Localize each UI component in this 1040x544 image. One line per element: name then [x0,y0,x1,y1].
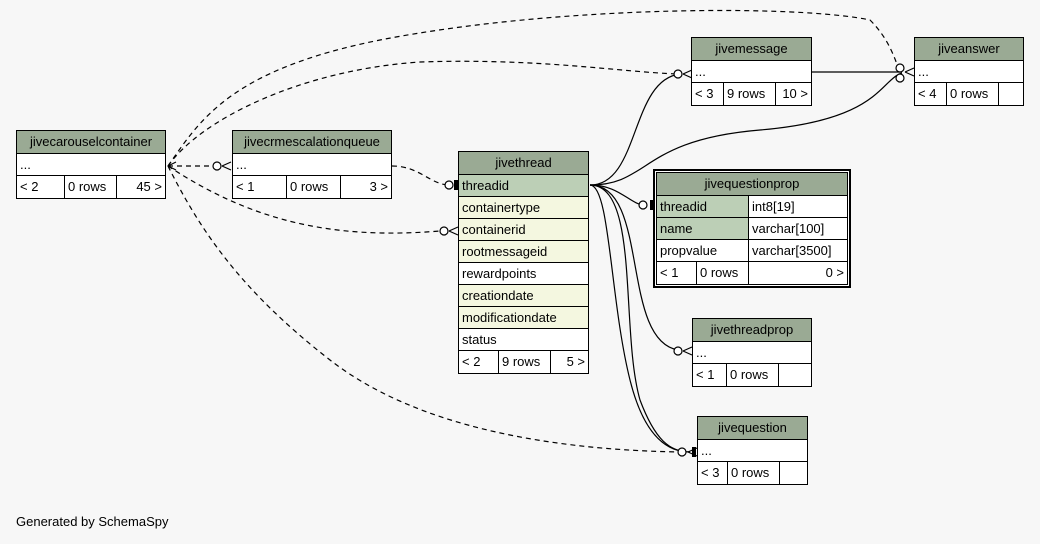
crowfoot-circle [895,73,905,83]
edge-escalation-thread [391,165,451,186]
row-count: 0 rows [697,262,749,284]
table-title[interactable]: jivequestionprop [657,173,847,196]
table-jivethread[interactable]: jivethread threadid containertype contai… [458,151,589,374]
table-jivequestionprop[interactable]: jivequestionprop threadid int8[19] name … [653,169,851,288]
edge-carousel-question [167,165,681,453]
column-type: int8[19] [752,199,795,214]
children-count[interactable]: 0 > [825,265,844,280]
table-jivecrmescalationqueue[interactable]: jivecrmescalationqueue ... < 1 0 rows 3 … [232,130,392,199]
parents-count[interactable]: < 1 [693,364,727,386]
edge-thread-threadprop [589,184,679,351]
children-count[interactable]: 3 > [369,179,388,194]
table-title[interactable]: jivethreadprop [693,319,811,342]
column-type: varchar[100] [752,221,825,236]
table-row: ... [915,61,1023,83]
crowfoot-circle [638,200,648,210]
column-name: threadid [657,196,749,217]
children-count[interactable]: 5 > [566,354,585,369]
table-jivequestion[interactable]: jivequestion ... < 3 0 rows [697,416,808,485]
column-creationdate[interactable]: creationdate [459,285,588,307]
row-count: 0 rows [287,176,341,198]
column-name: propvalue [657,240,749,261]
parents-count[interactable]: < 3 [692,83,724,105]
parents-count[interactable]: < 1 [657,262,697,284]
column-propvalue[interactable]: propvalue varchar[3500] [657,240,847,262]
table-footer: < 2 0 rows 45 > [17,176,165,198]
edge-carousel-thread [167,165,441,234]
column-name-row[interactable]: name varchar[100] [657,218,847,240]
parents-count[interactable]: < 2 [459,351,499,373]
children-count[interactable] [779,364,811,386]
column-type: varchar[3500] [752,243,832,258]
table-jiveanswer[interactable]: jiveanswer ... < 4 0 rows [914,37,1024,106]
edge-carousel-message [167,60,679,167]
table-jivemessage[interactable]: jivemessage ... < 3 9 rows 10 > [691,37,812,106]
table-row: ... [698,440,807,462]
table-title[interactable]: jivequestion [698,417,807,440]
parents-count[interactable]: < 4 [915,83,947,105]
table-jivecarouselcontainer[interactable]: jivecarouselcontainer ... < 2 0 rows 45 … [16,130,166,199]
crowfoot-circle [673,346,683,356]
row-count: 0 rows [728,462,780,484]
table-title[interactable]: jivemessage [692,38,811,61]
column-threadid[interactable]: threadid int8[19] [657,196,847,218]
table-title[interactable]: jivecarouselcontainer [17,131,165,154]
table-title[interactable]: jivethread [459,152,588,175]
column-containertype[interactable]: containertype [459,197,588,219]
row-count: 0 rows [65,176,117,198]
crowfoot-circle [673,69,683,79]
table-footer: < 1 0 rows 0 > [657,262,847,284]
edge-carousel-answer [167,9,901,167]
table-jivethreadprop[interactable]: jivethreadprop ... < 1 0 rows [692,318,812,387]
crowfoot-circle [212,161,222,171]
table-footer: < 1 0 rows [693,364,811,386]
table-footer: < 3 9 rows 10 > [692,83,811,105]
table-footer: < 2 9 rows 5 > [459,351,588,373]
edge-thread-question-b [589,184,691,453]
table-row: ... [692,61,811,83]
column-rootmessageid[interactable]: rootmessageid [459,241,588,263]
column-status[interactable]: status [459,329,588,351]
parents-count[interactable]: < 3 [698,462,728,484]
table-row: ... [233,154,391,176]
column-rewardpoints[interactable]: rewardpoints [459,263,588,285]
table-row: ... [693,342,811,364]
crowfoot-circle [895,63,905,73]
table-row: ... [17,154,165,176]
table-title[interactable]: jiveanswer [915,38,1023,61]
children-count[interactable]: 45 > [136,179,162,194]
parents-count[interactable]: < 2 [17,176,65,198]
edge-thread-answer [589,72,903,186]
edge-thread-message [589,73,681,186]
children-count[interactable]: 10 > [782,86,808,101]
table-footer: < 3 0 rows [698,462,807,484]
crowfoot-circle [439,226,449,236]
row-count: 9 rows [724,83,776,105]
table-footer: < 4 0 rows [915,83,1023,105]
parents-count[interactable]: < 1 [233,176,287,198]
crowfoot-circle [677,447,687,457]
column-name: name [657,218,749,239]
children-count[interactable] [780,462,807,484]
crowfoot-circle [444,180,454,190]
column-modificationdate[interactable]: modificationdate [459,307,588,329]
children-count[interactable] [999,83,1023,105]
column-containerid[interactable]: containerid [459,219,588,241]
column-threadid[interactable]: threadid [459,175,588,197]
edge-thread-question-a [589,184,691,453]
generated-by-label: Generated by SchemaSpy [16,514,169,529]
row-count: 0 rows [727,364,779,386]
table-title[interactable]: jivecrmescalationqueue [233,131,391,154]
table-footer: < 1 0 rows 3 > [233,176,391,198]
row-count: 0 rows [947,83,999,105]
row-count: 9 rows [499,351,551,373]
